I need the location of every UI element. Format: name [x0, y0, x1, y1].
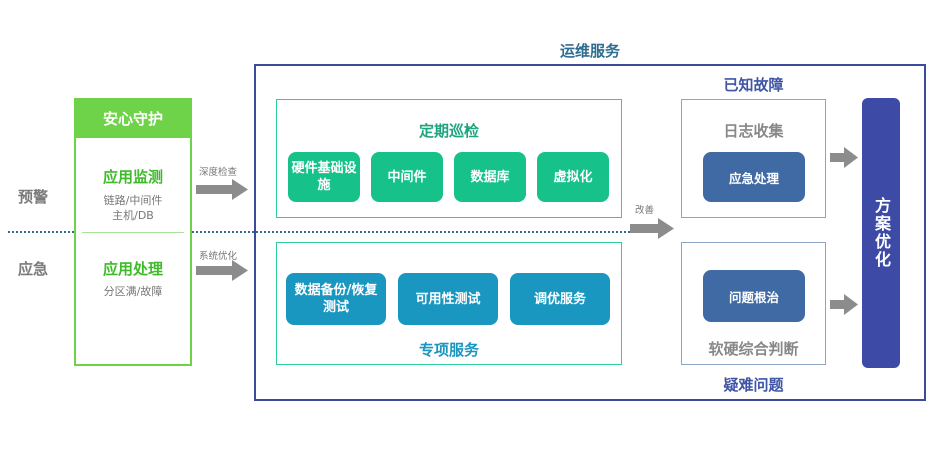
special-tile-availability: 可用性测试 — [398, 273, 498, 325]
special-tile-backup: 数据备份/恢复测试 — [286, 273, 386, 325]
hard-problem-frame — [681, 242, 826, 365]
improve-label: 改善 — [635, 205, 655, 216]
deep-check-label: 深度检查 — [199, 167, 238, 178]
guard-separator — [82, 232, 184, 233]
log-collect-title: 日志收集 — [723, 122, 784, 140]
inspection-tile-middleware: 中间件 — [371, 152, 443, 202]
monitor-title: 应用监测 — [102, 168, 163, 186]
monitor-sub-2: 主机/DB — [112, 209, 154, 222]
system-opt-arrow — [196, 260, 248, 281]
inspection-tile-virtualization: 虚拟化 — [537, 152, 609, 202]
improve-arrow — [630, 218, 674, 239]
inspection-tile-hardware: 硬件基础设施 — [288, 152, 360, 202]
root-cause-tile: 问题根治 — [703, 270, 805, 322]
handle-sub: 分区满/故障 — [103, 285, 163, 298]
known-fault-arrow — [830, 147, 858, 168]
system-opt-label: 系统优化 — [199, 251, 238, 262]
handle-title: 应用处理 — [102, 260, 163, 278]
known-fault-label: 已知故障 — [723, 76, 784, 94]
row-label-warning: 预警 — [18, 188, 49, 206]
emergency-handling-tile: 应急处理 — [703, 152, 805, 202]
guard-header: 安心守护 — [74, 98, 192, 138]
inspection-frame — [276, 99, 622, 218]
warning-emergency-divider — [8, 231, 630, 233]
ops-frame — [254, 64, 926, 401]
inspection-title: 定期巡检 — [418, 122, 479, 140]
hard-problem-arrow — [830, 294, 858, 315]
special-tile-tuning: 调优服务 — [510, 273, 610, 325]
combined-judgement-title: 软硬综合判断 — [708, 340, 799, 358]
known-fault-frame — [681, 99, 826, 218]
special-title: 专项服务 — [418, 341, 479, 359]
inspection-tile-database: 数据库 — [454, 152, 526, 202]
row-label-emergency: 应急 — [18, 260, 49, 278]
deep-check-arrow — [196, 179, 248, 200]
monitor-sub-1: 链路/中间件 — [103, 194, 163, 207]
solution-optimization-bar: 方案优化 — [862, 98, 900, 368]
guard-panel — [74, 138, 192, 366]
special-frame — [276, 242, 622, 365]
hard-problem-label: 疑难问题 — [723, 376, 784, 394]
ops-title: 运维服务 — [559, 42, 620, 60]
